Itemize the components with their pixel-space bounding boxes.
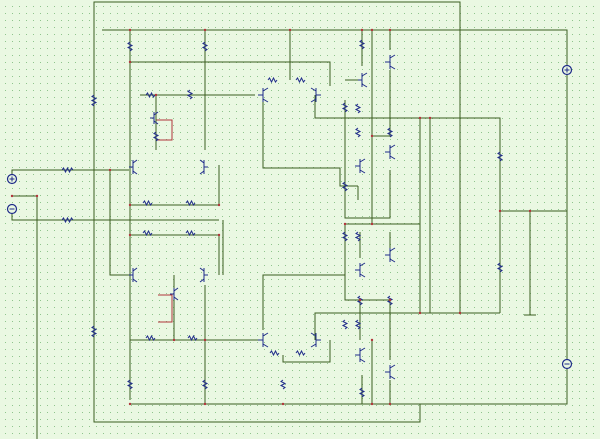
output-transistors xyxy=(355,54,396,380)
input-wires xyxy=(11,169,219,221)
out-lower-bias-wire xyxy=(344,224,390,301)
vas-lower-feed-wire xyxy=(314,312,460,340)
lower-stage-resistors xyxy=(126,229,287,390)
feedback-loop-wire xyxy=(93,1,500,345)
upper-stage-resistors xyxy=(126,41,209,207)
vas-upper-output-wire xyxy=(262,100,358,187)
cross-coupling-left xyxy=(109,170,130,276)
input-resistors xyxy=(61,94,98,338)
lower-input-transistors xyxy=(129,267,208,301)
vas-to-output-wire xyxy=(314,95,501,313)
upper-loop-wire xyxy=(156,119,173,141)
vee-source[interactable] xyxy=(561,358,573,370)
vee-rail-wire xyxy=(130,368,568,405)
output-node-wire xyxy=(500,210,568,359)
junction-dots xyxy=(10,28,532,406)
input-resistor-plus xyxy=(61,166,74,174)
vcc-rail-wire xyxy=(102,29,568,66)
lower-bias-wire xyxy=(282,340,331,363)
vas-resistors xyxy=(267,76,306,357)
out-bias-chain-wire xyxy=(344,100,391,219)
out-power-emitter-wire xyxy=(372,70,391,137)
output-feedback-resistor-lower xyxy=(496,262,504,273)
vas-transistors xyxy=(258,87,321,348)
lower-tail-wire xyxy=(130,234,220,275)
vin-minus-source[interactable] xyxy=(6,203,18,215)
upper-input-stage-wires xyxy=(109,30,331,400)
outer-frame-wires xyxy=(12,1,568,439)
feedback-resistor-bottom xyxy=(90,325,98,338)
bottom-loop-wire xyxy=(93,345,421,423)
lower-input-stage-wires xyxy=(130,234,331,404)
upper-bias-wire xyxy=(130,61,331,86)
vas-lower-output-wire xyxy=(262,274,345,330)
vin-minus-wire xyxy=(11,214,219,221)
output-feedback-resistor-upper xyxy=(496,151,504,162)
lower-loop-wire xyxy=(158,294,173,323)
feedback-resistor-top xyxy=(90,94,98,107)
output-resistors xyxy=(341,39,504,398)
vin-plus-wire xyxy=(11,169,129,174)
input-resistor-minus xyxy=(61,216,74,224)
vcc-source[interactable] xyxy=(561,64,573,76)
upper-input-transistors xyxy=(129,111,208,175)
vas-wires xyxy=(262,30,501,340)
vin-plus-source[interactable] xyxy=(6,173,18,185)
output-stage-wires xyxy=(344,30,536,404)
